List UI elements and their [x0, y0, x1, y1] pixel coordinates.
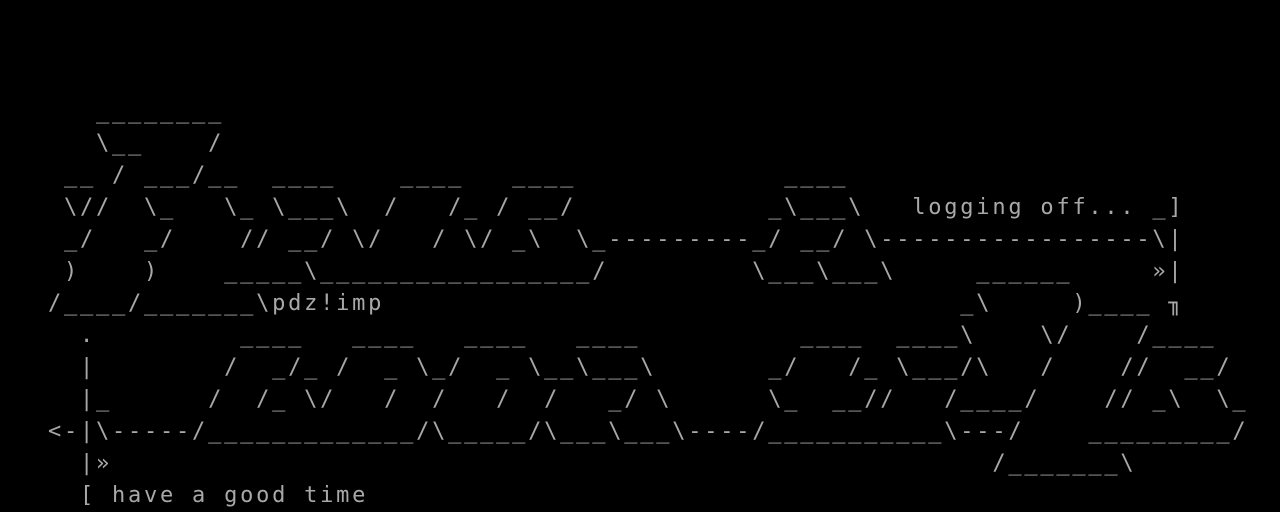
ascii-art-line: |» /_______\ [0, 451, 1137, 476]
line-2 [0, 64, 1280, 96]
ascii-art-line-logging-off: \// \_ \_ \___\ / /_ / __/ _\___\ loggin… [0, 195, 1185, 220]
goodbye-message-line: [ have a good time [0, 483, 369, 508]
ascii-art-line: ________ [0, 99, 225, 124]
ascii-art-line: ) ) _____\_________________/ \___\___\ _… [0, 259, 1185, 284]
line-1 [0, 32, 1280, 64]
ascii-art-line: __ / ___/__ ____ ____ ____ ____ [0, 163, 849, 188]
ascii-art-line-signature: /____/_______\pdz!imp _\ )____ ╖ [0, 291, 1185, 316]
ascii-art-line: . ____ ____ ____ ____ ____ ____\ \/ /___… [0, 323, 1217, 348]
ascii-art-line: _/ _/ // __/ \/ / \/ _\ \_---------_/ __… [0, 227, 1185, 252]
ascii-art-line: <-|\-----/_____________/\_____/\___\___\… [0, 419, 1249, 444]
line-0 [0, 0, 1280, 32]
ascii-art-line: | / _/_ / _ \_/ _ \__\___\ _/ /_ \___/\ … [0, 355, 1233, 380]
ascii-art-line: |_ / /_ \/ / / / / _/ \ \_ __// /____/ /… [0, 387, 1249, 412]
ascii-art-line: \__ / [0, 131, 225, 156]
